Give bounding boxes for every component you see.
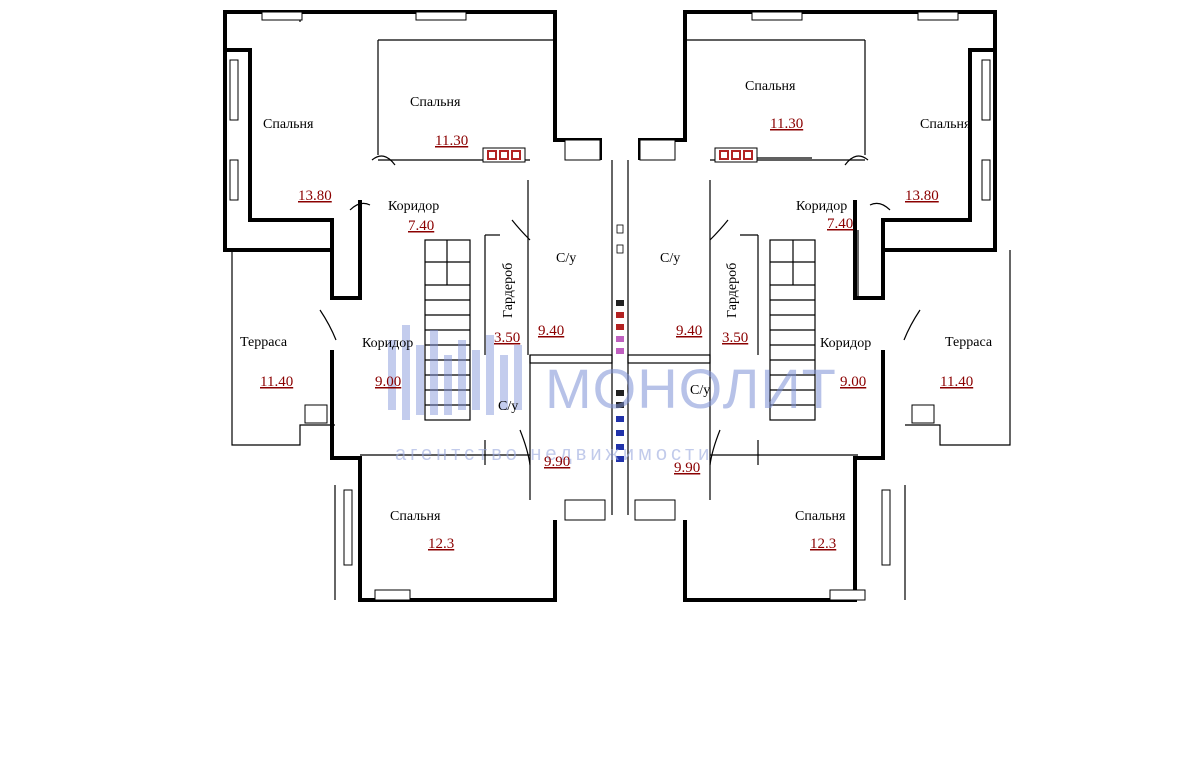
- left-window-s2: [374, 589, 411, 601]
- left-corridor-west-wall: [330, 350, 557, 602]
- left-terrace-edge: [231, 250, 335, 446]
- left-unit: [223, 10, 613, 602]
- right-window-s1: [881, 489, 891, 566]
- left-wardrobe-area: 3.50: [494, 330, 520, 346]
- left-bath-top-area: 9.40: [538, 323, 564, 339]
- right-bath-top-name: С/у: [660, 251, 680, 266]
- watermark-brand: МОНОЛИТ: [545, 357, 837, 420]
- right-window-s2: [829, 589, 866, 601]
- right-bath-bottom-area: 9.90: [674, 460, 700, 476]
- left-terrace-area: 11.40: [260, 374, 293, 390]
- left-window-core: [564, 139, 601, 161]
- left-heater: [482, 147, 526, 163]
- right-bedroom-n-area: 11.30: [770, 116, 803, 132]
- watermark-subtitle: агентство недвижимости: [395, 443, 713, 465]
- right-terrace-name: Терраса: [945, 335, 993, 350]
- left-bedroom-s-name: Спальня: [390, 509, 441, 524]
- left-bedroom-nw-area: 13.80: [298, 188, 332, 204]
- right-terrace-area: 11.40: [940, 374, 973, 390]
- left-bedroom-s-area: 12.3: [428, 536, 454, 552]
- left-bath-bottom-name: С/у: [498, 399, 518, 414]
- right-wardrobe-area: 3.50: [722, 330, 748, 346]
- right-unit: [627, 10, 1011, 602]
- left-bedroom-nw-name: Спальня: [263, 117, 314, 132]
- right-bedroom-s-area: 12.3: [810, 536, 836, 552]
- right-corridor-top-area: 7.40: [827, 216, 853, 232]
- left-window-n2: [415, 11, 467, 21]
- left-bedroom-n-name: Спальня: [410, 95, 461, 110]
- left-corridor-mid-area: 9.00: [375, 374, 401, 390]
- right-window-bath: [634, 499, 676, 521]
- right-window-n1: [917, 11, 959, 21]
- right-outer-wall: [853, 10, 997, 300]
- left-corridor-mid-name: Коридор: [362, 336, 413, 351]
- right-corridor-east-wall: [683, 350, 885, 602]
- left-wardrobe-name: Гардероб: [501, 263, 516, 318]
- left-bedroom-west-wall: [223, 50, 332, 252]
- watermark-logo-icon: [388, 325, 522, 420]
- left-staircase: [424, 239, 471, 421]
- service-shaft: [616, 224, 624, 462]
- right-terrace-edge: [905, 250, 1011, 446]
- right-window-e2: [981, 159, 991, 201]
- right-corridor-mid-name: Коридор: [820, 336, 871, 351]
- right-bedroom-ne-name: Спальня: [920, 117, 971, 132]
- left-window-n1: [261, 11, 303, 21]
- right-bedroom-n-name: Спальня: [745, 79, 796, 94]
- right-wardrobe-name: Гардероб: [725, 263, 740, 318]
- right-window-e1: [981, 59, 991, 121]
- right-window-n2: [751, 11, 803, 21]
- left-window-w2: [229, 159, 239, 201]
- left-corridor-top-area: 7.40: [408, 218, 434, 234]
- left-terrace-name: Терраса: [240, 335, 288, 350]
- left-window-bath: [564, 499, 606, 521]
- left-corridor-top-name: Коридор: [388, 199, 439, 214]
- left-bath-bottom-area: 9.90: [544, 454, 570, 470]
- right-heater: [714, 147, 758, 163]
- watermark: МОНОЛИТ агентство недвижимости: [388, 325, 837, 465]
- right-corridor-top-name: Коридор: [796, 199, 847, 214]
- right-terrace-box: [911, 404, 935, 424]
- left-outer-wall: [223, 10, 362, 300]
- right-staircase: [769, 239, 816, 421]
- left-bath-top-name: С/у: [556, 251, 576, 266]
- right-bedroom-ne-area: 13.80: [905, 188, 939, 204]
- left-window-w1: [229, 59, 239, 121]
- right-bedroom-s-name: Спальня: [795, 509, 846, 524]
- right-corridor-mid-area: 9.00: [840, 374, 866, 390]
- right-bath-top-area: 9.40: [676, 323, 702, 339]
- left-bedroom-n-area: 11.30: [435, 133, 468, 149]
- right-window-core: [639, 139, 676, 161]
- right-bath-bottom-name: С/у: [690, 383, 710, 398]
- left-window-s1: [343, 489, 353, 566]
- right-bedroom-east-wall: [883, 50, 997, 252]
- left-terrace-box: [304, 404, 328, 424]
